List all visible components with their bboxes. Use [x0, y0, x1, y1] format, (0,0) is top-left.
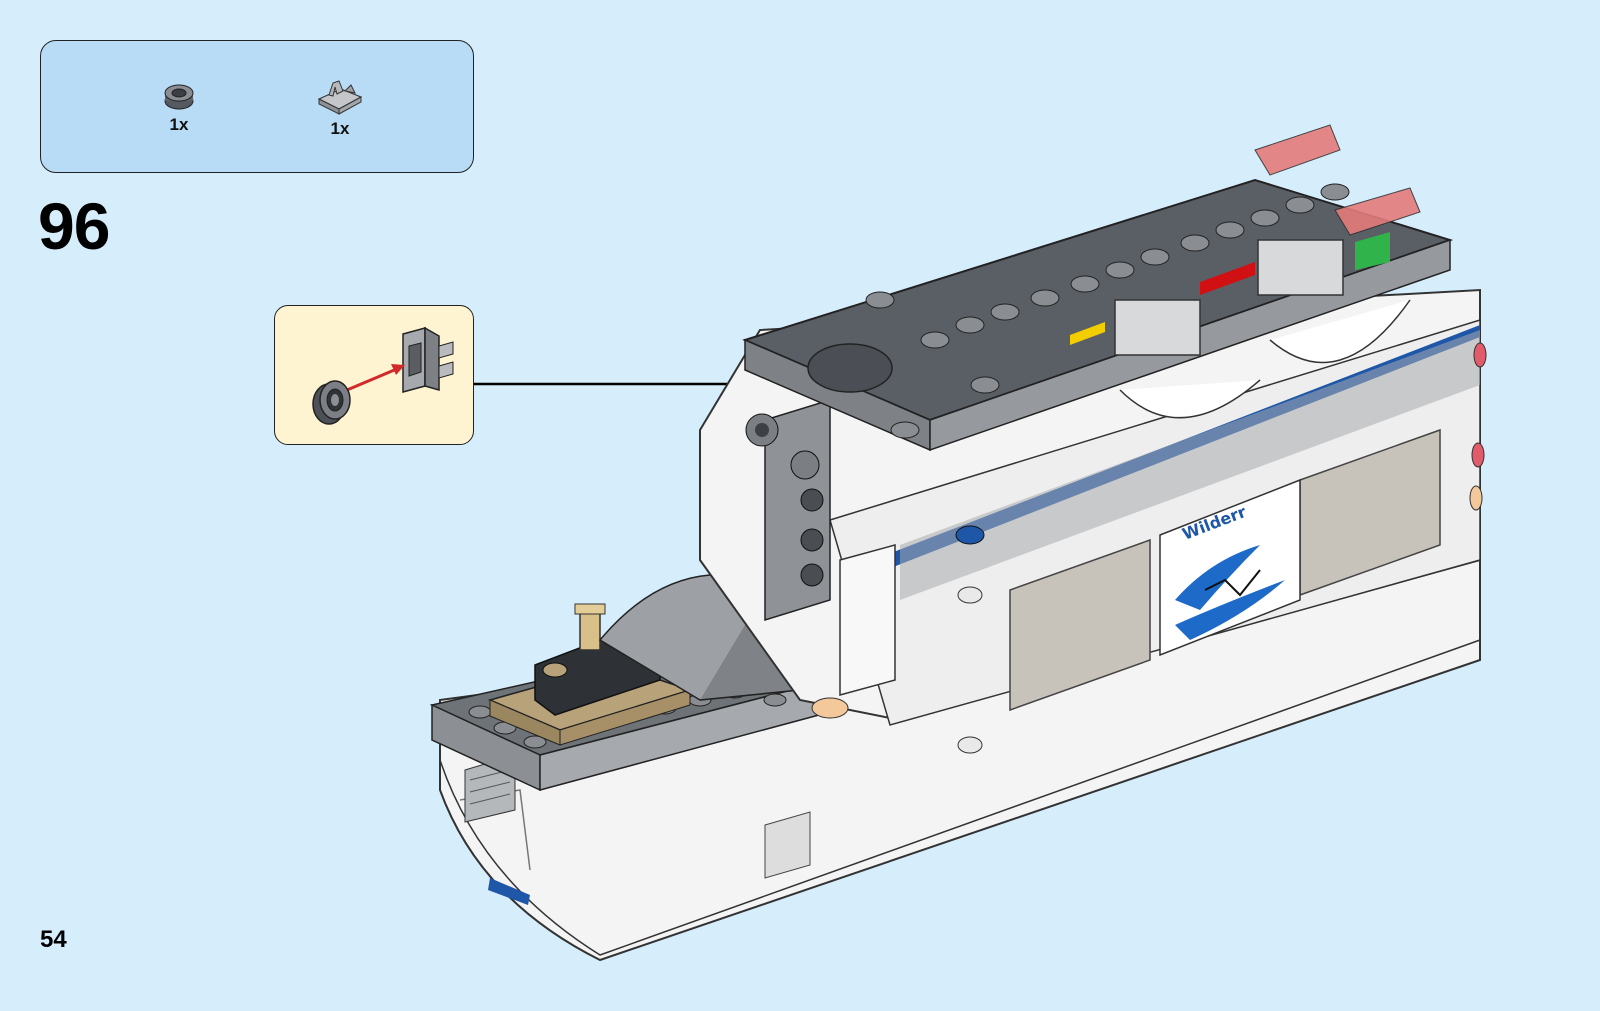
round-plate-target	[808, 344, 892, 392]
red-light-top	[1255, 125, 1340, 175]
page-number: 54	[40, 926, 67, 954]
